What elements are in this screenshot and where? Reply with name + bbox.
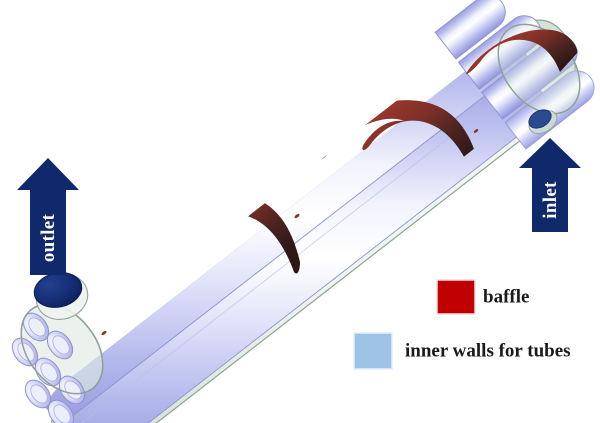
tube-end-4 — [504, 70, 595, 150]
outlet-arrow — [17, 158, 79, 275]
legend-item-inner-walls: inner walls for tubes — [353, 332, 571, 370]
outlet-nozzle — [33, 272, 89, 320]
tube-bore-1 — [28, 317, 46, 337]
baffle-mark-1 — [101, 330, 107, 336]
left-tubesheet-assembly — [11, 303, 104, 423]
tube-bore-6 — [64, 380, 82, 400]
baffle-3 — [466, 29, 578, 75]
tube-bore-5 — [30, 384, 48, 404]
legend-swatch-inner-walls — [353, 332, 393, 370]
legend-swatch-baffle — [436, 279, 476, 315]
legend-item-baffle: baffle — [436, 279, 529, 315]
tube-bore-7 — [53, 404, 71, 423]
tube-openings — [11, 312, 86, 423]
legend-label-baffle: baffle — [483, 286, 529, 307]
tube-bore-4 — [40, 362, 58, 382]
inlet-arrow-group: inlet — [519, 138, 581, 232]
baffle-mark-2 — [294, 213, 300, 219]
tube-end-3 — [434, 0, 506, 60]
baffle-mark-3 — [473, 129, 479, 133]
legend: baffle inner walls for tubes — [353, 279, 571, 370]
tube-bore-2 — [17, 342, 35, 362]
inlet-nozzle-opening — [528, 109, 552, 129]
inlet-arrow — [519, 138, 581, 232]
inlet-nozzle — [528, 109, 558, 134]
inlet-arrow-label: inlet — [540, 181, 561, 219]
outlet-arrow-group: outlet — [17, 158, 79, 275]
outlet-arrow-label: outlet — [38, 214, 59, 263]
shell-left-rim — [20, 303, 104, 395]
legend-label-inner-walls: inner walls for tubes — [405, 340, 571, 361]
tube-bore-3 — [52, 335, 70, 355]
baffle-edge-marks — [101, 129, 479, 336]
